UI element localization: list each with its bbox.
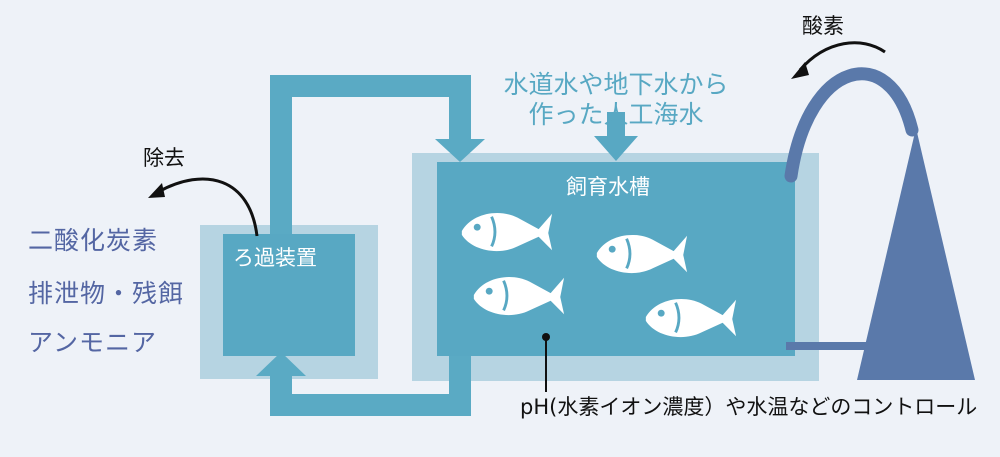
- source-water-line-1: 水道水や地下水から: [503, 70, 729, 99]
- control-label: pH(水素イオン濃度）や水温などのコントロール: [520, 395, 978, 419]
- removed-item-ammonia: アンモニア: [28, 328, 158, 357]
- curved-arrow-icon: [798, 41, 886, 71]
- pipe-arrow-icon: [435, 139, 485, 162]
- removed-item-waste: 排泄物・残餌: [28, 279, 185, 308]
- filter-label: ろ過装置: [233, 246, 317, 270]
- source-water-label: 水道水や地下水から 作った人工海水: [496, 70, 736, 130]
- curved-arrow-icon: [157, 177, 259, 237]
- curved-arrow-head: [791, 62, 809, 79]
- tank-label: 飼育水槽: [566, 175, 650, 199]
- curved-arrow-head: [148, 183, 165, 198]
- removal-label: 除去: [143, 146, 185, 170]
- oxygen-label: 酸素: [802, 14, 844, 38]
- pipe-bottom: [270, 356, 471, 416]
- pipe-top: [270, 75, 471, 242]
- aerator-cone-icon: [857, 128, 975, 380]
- aerator-tube: [784, 67, 919, 183]
- removed-item-co2: 二酸化炭素: [28, 226, 159, 255]
- pipe-arrow-icon: [256, 352, 306, 376]
- source-water-arrow: [594, 112, 638, 161]
- filter-inner-box: [223, 234, 355, 356]
- source-water-line-2: 作った人工海水: [528, 100, 704, 129]
